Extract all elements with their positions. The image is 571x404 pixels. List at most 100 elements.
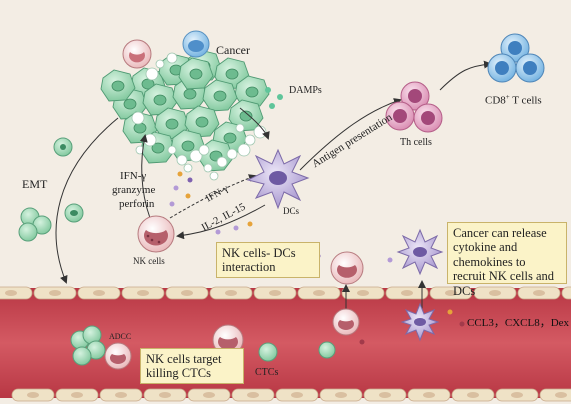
label-emt: EMT: [22, 177, 48, 191]
label-dcs: DCs: [283, 206, 300, 216]
label-perforin: perforin: [119, 198, 155, 210]
cancer-nucleus: [141, 78, 155, 90]
wall-nucleus: [467, 392, 479, 398]
cancer-nucleus: [195, 116, 209, 128]
tumor-mass: [100, 49, 270, 181]
nk-cell-vessel: [212, 324, 244, 356]
wall-nucleus: [27, 392, 39, 398]
label-ctcs: CTCs: [255, 367, 279, 378]
wall-nucleus: [533, 290, 545, 296]
cd8-suffix: T cells: [509, 94, 542, 107]
dc-vessel: [400, 302, 440, 342]
apoptotic-bubble: [143, 133, 157, 147]
cancer-nucleus: [245, 86, 259, 98]
cancer-nucleus: [189, 68, 203, 80]
callout-nk-dc-interaction: NK cells- DCs interaction: [216, 242, 320, 278]
cancer-nucleus: [123, 98, 137, 110]
callout-cancer-release: Cancer can release cytokine and chemokin…: [447, 222, 567, 298]
label-cancer: Cancer: [216, 43, 250, 57]
th-cells: [385, 81, 443, 133]
cancer-nucleus: [239, 110, 253, 122]
apoptotic-bubble: [226, 148, 238, 160]
wall-nucleus: [489, 290, 501, 296]
cancer-nucleus: [225, 68, 239, 80]
cancer-nucleus: [165, 118, 179, 130]
nk-cell-extravasated: [330, 251, 364, 285]
wall-nucleus: [511, 392, 523, 398]
cd8-t-cells: [487, 33, 545, 83]
cancer-nucleus: [213, 90, 227, 102]
cd8-cell-top: [182, 30, 210, 58]
wall-nucleus: [335, 392, 347, 398]
nk-cell-vessel-right: [332, 308, 360, 336]
ctc-single-b: [318, 341, 336, 359]
wall-nucleus: [115, 392, 127, 398]
wall-nucleus: [71, 392, 83, 398]
nk-cell-top: [122, 39, 152, 69]
arrow-ifn-dc: [169, 174, 257, 219]
arrow-antigen: [299, 98, 402, 171]
ctc-single-a: [258, 342, 278, 362]
wall-nucleus: [137, 290, 149, 296]
apoptotic-bubble: [203, 163, 213, 173]
apoptotic-bubble: [198, 144, 210, 156]
cancer-nucleus: [223, 132, 237, 144]
apoptotic-bubble: [166, 52, 178, 64]
wall-nucleus: [379, 392, 391, 398]
label-chemokines: CCL3，CXCL8，Dex: [467, 317, 570, 329]
apoptotic-bubble: [155, 59, 165, 69]
vessel-wall-bottom: [11, 388, 571, 402]
wall-nucleus: [93, 290, 105, 296]
cd8-prefix: CD8: [485, 94, 506, 107]
apoptotic-bubble: [145, 67, 159, 81]
cancer-nucleus: [183, 88, 197, 100]
apoptotic-bubble: [189, 149, 203, 163]
wall-nucleus: [181, 290, 193, 296]
apoptotic-bubble: [244, 134, 256, 146]
cd8-sup: +: [505, 93, 510, 101]
wall-nucleus: [49, 290, 61, 296]
wall-nucleus: [225, 290, 237, 296]
label-adcc: ADCC: [109, 332, 132, 341]
wall-nucleus: [555, 392, 567, 398]
wall-nucleus: [269, 290, 281, 296]
wall-nucleus: [401, 290, 413, 296]
wall-nucleus: [313, 290, 325, 296]
wall-nucleus: [423, 392, 435, 398]
apoptotic-bubble: [235, 123, 245, 133]
arrow-emt: [55, 117, 119, 284]
cancer-nucleus: [181, 140, 195, 152]
label-cd8-t-cells: CD8+ T cells: [485, 93, 542, 107]
cancer-nucleus: [111, 80, 125, 92]
cancer-nucleus: [153, 94, 167, 106]
apoptotic-bubble: [183, 163, 193, 173]
label-nk-cells: NK cells: [133, 256, 165, 266]
wall-nucleus: [5, 290, 17, 296]
arrow-th-cd8: [439, 60, 492, 91]
arrow-nk-to-cancer: [139, 134, 151, 219]
label-granzyme: granzyme: [112, 184, 156, 196]
apoptotic-bubble: [209, 171, 219, 181]
apoptotic-bubble: [216, 156, 228, 168]
cancer-nucleus: [151, 142, 165, 154]
emt-cell-cluster: [18, 137, 84, 242]
ctc-cluster: [70, 325, 132, 370]
wall-nucleus: [291, 392, 303, 398]
cancer-nucleus: [133, 122, 147, 134]
wall-nucleus: [159, 392, 171, 398]
apoptotic-bubble: [237, 143, 251, 157]
label-damps: DAMPs: [289, 85, 322, 96]
apoptotic-bubble: [131, 111, 145, 125]
callout-nk-target-ctcs: NK cells target killing CTCs: [140, 348, 244, 384]
wall-nucleus: [203, 392, 215, 398]
nk-cell-main: [137, 215, 175, 253]
dc-extravasated: [396, 228, 444, 276]
wall-nucleus: [357, 290, 369, 296]
wall-cell: [561, 286, 571, 300]
dendritic-cell: [246, 148, 310, 210]
vessel-wall-top: [0, 286, 571, 300]
wall-nucleus: [445, 290, 457, 296]
apoptotic-bubble: [167, 145, 177, 155]
